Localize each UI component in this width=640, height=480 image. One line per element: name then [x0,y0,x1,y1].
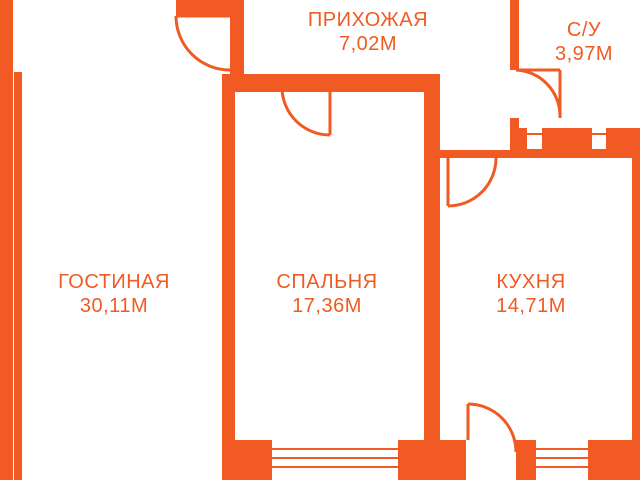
wall-kitchen-bottom-mid [516,440,536,480]
wall-hall-top [230,0,244,74]
door-kitchen-swing [446,157,498,208]
wall-kitchen-top-left [436,150,448,158]
wall-bedroom-left [222,74,235,480]
wall-bath-left-lower [510,118,519,158]
wall-living-right [14,72,22,480]
room-label-kitchen: КУХНЯ 14,71М [446,270,616,318]
door-kitchen-exit-swing [466,402,518,453]
wall-bath-window-a [515,128,527,156]
room-name: ПРИХОЖАЯ [307,9,429,31]
wall-bedroom-bottom-left [222,440,272,480]
room-name: ГОСТИНАЯ [58,271,170,293]
wall-living-left [0,0,13,480]
wall-kitchen-bottom-right [588,440,640,480]
room-area: 7,02М [338,33,398,55]
room-label-bedroom: СПАЛЬНЯ 17,36М [242,270,412,318]
room-area: 30,11М [79,295,149,317]
wall-bath-window-b [542,128,592,156]
wall-bedroom-right [424,74,440,480]
room-name: СПАЛЬНЯ [276,271,378,293]
room-name: С/У [566,19,602,41]
room-name: КУХНЯ [496,271,566,293]
wall-bath-left [510,0,519,70]
doors [174,14,562,453]
wall-top-stub [176,0,234,16]
door-hall-left-swing [174,14,231,72]
room-area: 3,97М [554,43,614,65]
room-label-bathroom: С/У 3,97М [534,18,634,66]
room-label-hallway: ПРИХОЖАЯ 7,02М [268,8,468,56]
room-area: 14,71М [496,295,566,317]
wall-kitchen-right-edge [632,150,640,480]
wall-kitchen-bottom-left [432,440,466,480]
door-bedroom-swing [280,87,332,137]
wall-bath-bottom [440,150,640,158]
door-bath-swing [515,68,562,118]
room-area: 17,36М [292,295,362,317]
room-label-living: ГОСТИНАЯ 30,11М [28,270,200,318]
wall-bedroom-top [222,74,440,92]
windows [272,133,606,468]
